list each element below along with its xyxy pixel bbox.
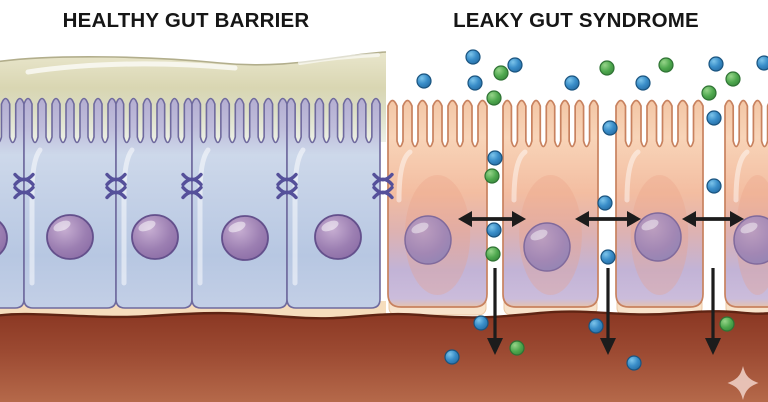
particle-blue [600, 249, 616, 265]
nucleus-healthy [314, 214, 362, 260]
particle-blue [706, 178, 722, 194]
nucleus-leaky [523, 222, 571, 272]
arrowhead-right-icon [627, 211, 641, 227]
particle-green [725, 71, 741, 87]
particle-green [701, 85, 717, 101]
leaky-panel-title: LEAKY GUT SYNDROME [453, 9, 699, 32]
tight-junction-icon [13, 172, 35, 187]
nucleus-healthy [131, 214, 179, 260]
nucleus-healthy [46, 214, 94, 260]
nucleus-highlight [53, 220, 71, 232]
particle-blue [706, 110, 722, 126]
particle-blue [626, 355, 642, 371]
nucleus-healthy [221, 215, 269, 261]
particle-blue [588, 318, 604, 334]
particle-blue [708, 56, 724, 72]
nucleus-highlight [321, 220, 339, 232]
particle-blue [473, 315, 489, 331]
particle-blue [597, 195, 613, 211]
tight-junction-icon [105, 172, 127, 187]
particle-blue [564, 75, 580, 91]
particle-blue [756, 55, 768, 71]
particle-blue [507, 57, 523, 73]
nucleus-leaky [733, 215, 768, 265]
tight-junction-icon [372, 185, 394, 200]
nucleus-highlight [228, 221, 246, 233]
tight-junction-icon [13, 185, 35, 200]
arrowhead-right-icon [730, 211, 744, 227]
particle-green [493, 65, 509, 81]
tight-junction-icon [105, 185, 127, 200]
leak-arrows [487, 268, 721, 355]
nucleus-leaky [634, 212, 682, 262]
cell-nuclei [0, 212, 768, 272]
arrowhead-down-icon [705, 338, 721, 355]
particle-blue [635, 75, 651, 91]
nucleus-leaky [404, 215, 452, 265]
particle-blue [416, 73, 432, 89]
particle-green [719, 316, 735, 332]
nucleus-highlight [138, 220, 156, 232]
nucleus-highlight [641, 219, 659, 231]
epithelial-cell-healthy [0, 97, 25, 309]
particle-green [599, 60, 615, 76]
arrowhead-right-icon [512, 211, 526, 227]
particle-blue [444, 349, 460, 365]
epithelial-cell-healthy [286, 97, 381, 309]
arrowhead-down-icon [487, 338, 503, 355]
particle-green [486, 90, 502, 106]
cell-highlight [511, 149, 528, 203]
mucus-highlight [298, 53, 380, 65]
healthy-epithelium [0, 97, 381, 309]
tight-junction-icon [181, 172, 203, 187]
tight-junction-icon [276, 185, 298, 200]
tight-junction-icon [372, 172, 394, 187]
particle-blue [486, 222, 502, 238]
gap-arrows [458, 211, 744, 227]
nucleus-healthy [0, 220, 8, 256]
particle-green [485, 246, 501, 262]
particle-green [658, 57, 674, 73]
particle-blue [465, 49, 481, 65]
leaking-particles [416, 49, 768, 371]
epithelial-cell-healthy [23, 97, 117, 309]
particle-blue [602, 120, 618, 136]
tight-junction-icon [276, 172, 298, 187]
mucus-highlight [25, 61, 238, 75]
tissue-top-line [0, 310, 768, 320]
nucleus-highlight [411, 222, 429, 234]
epithelial-cell-healthy [191, 97, 288, 309]
cell-highlight [733, 149, 750, 203]
healthy-panel-title: HEALTHY GUT BARRIER [63, 9, 310, 32]
epithelial-cell-leaky [615, 99, 704, 308]
tight-junctions [13, 172, 394, 200]
arrowhead-down-icon [600, 338, 616, 355]
tight-junction-icon [181, 185, 203, 200]
arrowhead-left-icon [458, 211, 472, 227]
arrowhead-left-icon [575, 211, 589, 227]
particle-green [484, 168, 500, 184]
cell-highlight [624, 149, 641, 203]
arrowhead-left-icon [682, 211, 696, 227]
sparkle-icon [727, 366, 759, 400]
cell-highlight [396, 149, 413, 203]
tissue-layer [0, 311, 768, 402]
particle-blue [487, 150, 503, 166]
particle-blue [467, 75, 483, 91]
nucleus-highlight [530, 229, 548, 241]
particle-green [509, 340, 525, 356]
nucleus-highlight [740, 222, 758, 234]
